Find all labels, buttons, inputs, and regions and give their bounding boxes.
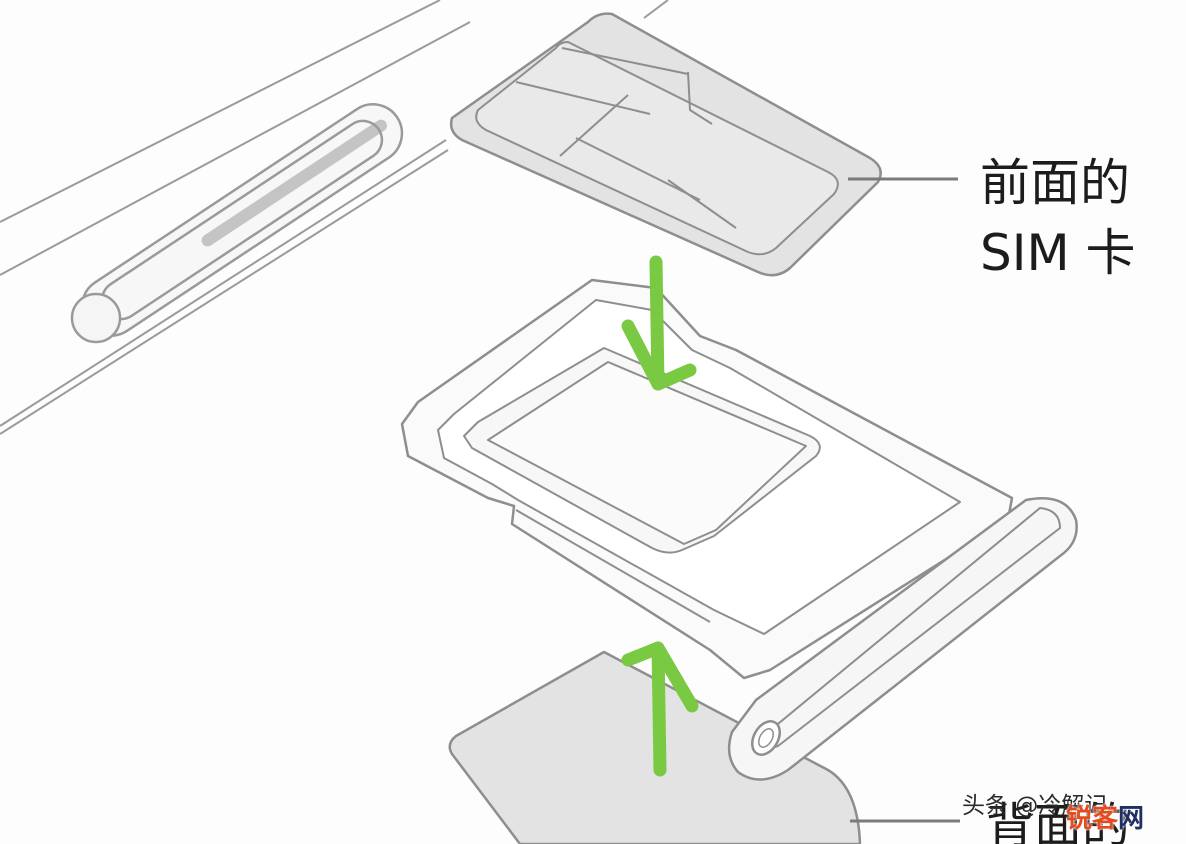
back-sim-label: 背面的 xyxy=(986,798,1131,844)
watermark-author: 头条 @冷解记 xyxy=(962,793,1108,819)
tray-handle xyxy=(727,496,1078,781)
up-arrow-icon xyxy=(621,641,699,777)
front-sim-label-line1: 前面的 xyxy=(980,154,1130,212)
front-sim-card xyxy=(449,12,882,277)
down-arrow-icon xyxy=(621,255,697,391)
watermark-site-tail: 网 xyxy=(1118,804,1145,834)
front-sim-label-line2: SIM 卡 xyxy=(980,224,1136,282)
sim-tray xyxy=(400,278,1014,680)
watermark-site-main: 锐客 xyxy=(1066,804,1119,834)
phone-body-outline xyxy=(0,0,669,435)
watermark-site: 锐客网 xyxy=(1066,798,1144,835)
phone-slot xyxy=(70,103,404,344)
front-sim-label: 前面的 SIM 卡 xyxy=(980,148,1136,288)
